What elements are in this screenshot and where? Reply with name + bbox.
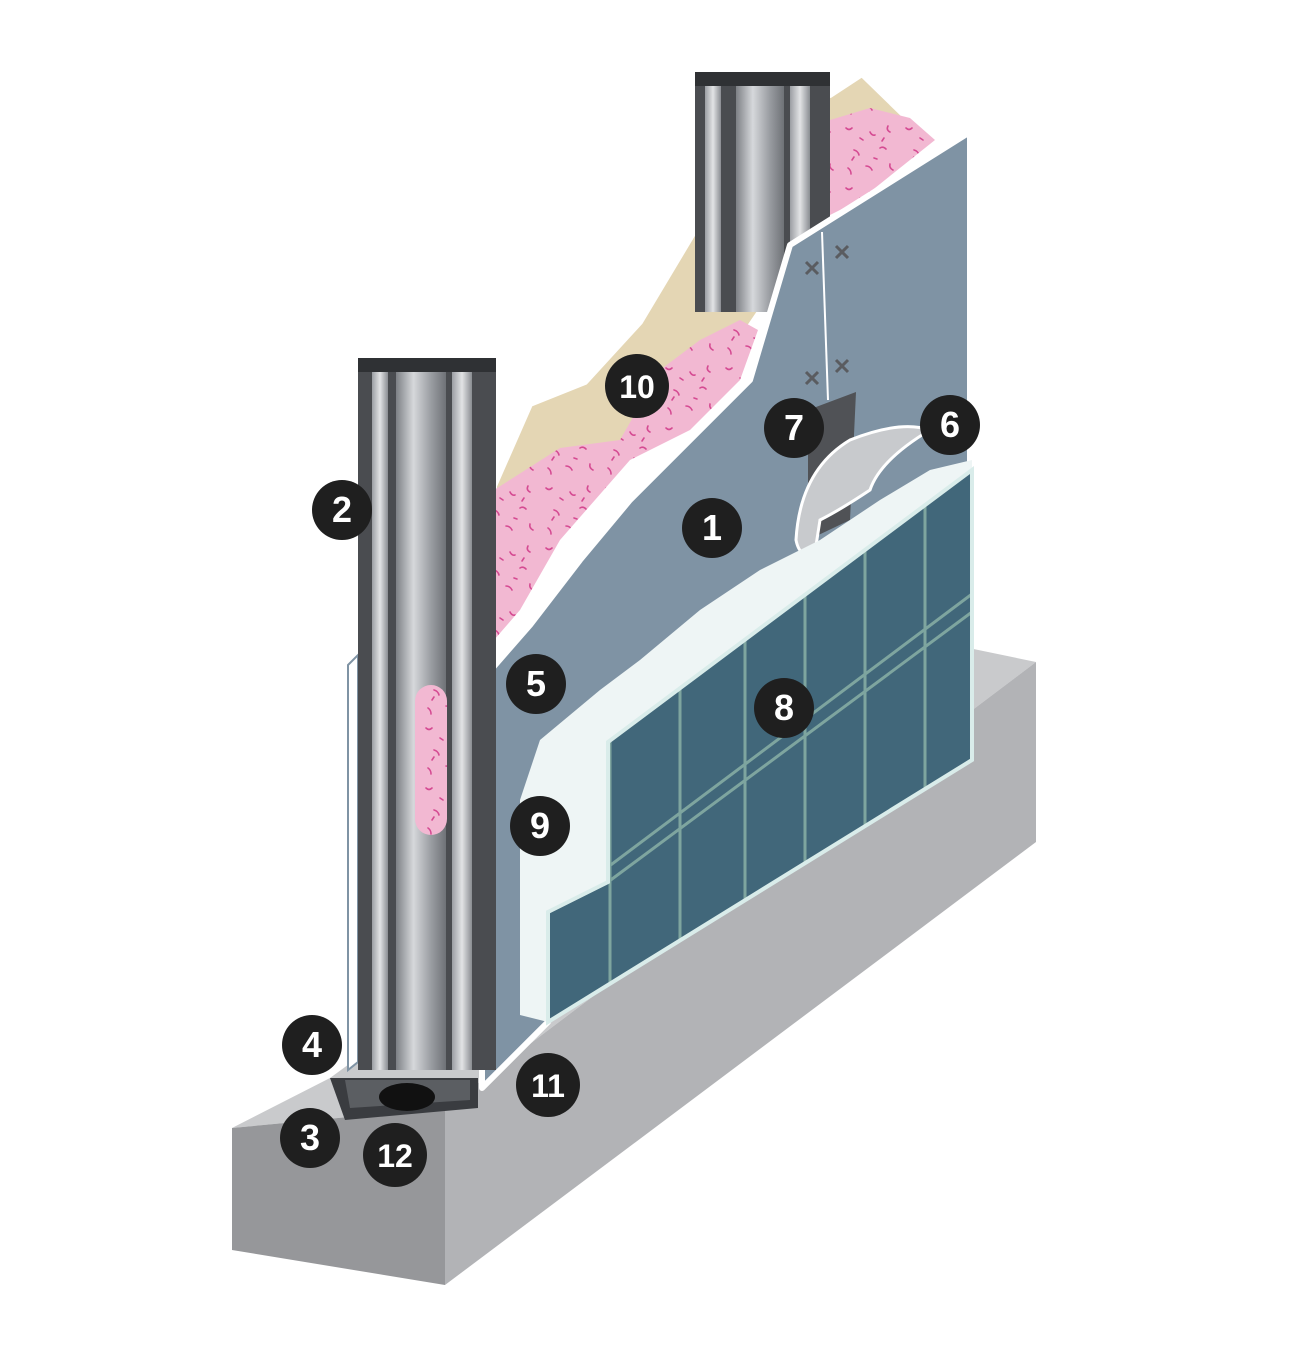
anchor-hole: [379, 1083, 435, 1111]
callout-12-label: 12: [377, 1138, 413, 1174]
board-edge-left: [347, 652, 359, 1073]
callout-6-label: 6: [940, 404, 960, 445]
callout-1: 1: [682, 498, 742, 558]
callout-5: 5: [506, 654, 566, 714]
callout-5-label: 5: [526, 663, 546, 704]
callout-7-label: 7: [784, 407, 804, 448]
callout-3-label: 3: [300, 1117, 320, 1158]
callout-4: 4: [282, 1015, 342, 1075]
callout-8-label: 8: [774, 687, 794, 728]
callout-11-label: 11: [531, 1068, 565, 1104]
tile-layer: [546, 466, 974, 1026]
callout-9: 9: [510, 796, 570, 856]
callout-3: 3: [280, 1108, 340, 1168]
slab-side-face: [445, 662, 1036, 1285]
callout-10: 10: [605, 354, 669, 418]
steel-stud-front: [358, 358, 496, 1070]
callout-11: 11: [516, 1053, 580, 1117]
board-joint: [821, 231, 829, 401]
bottom-track: [330, 1078, 478, 1120]
callout-12: 12: [363, 1123, 427, 1187]
callout-8: 8: [754, 678, 814, 738]
callout-10-label: 10: [619, 369, 655, 405]
callout-2-label: 2: [332, 489, 352, 530]
callout-6: 6: [920, 395, 980, 455]
callout-4-label: 4: [302, 1024, 322, 1065]
fastener-marks: [804, 244, 850, 386]
callout-1-label: 1: [702, 507, 722, 548]
callout-2: 2: [312, 480, 372, 540]
callout-9-label: 9: [530, 805, 550, 846]
callout-7: 7: [764, 398, 824, 458]
